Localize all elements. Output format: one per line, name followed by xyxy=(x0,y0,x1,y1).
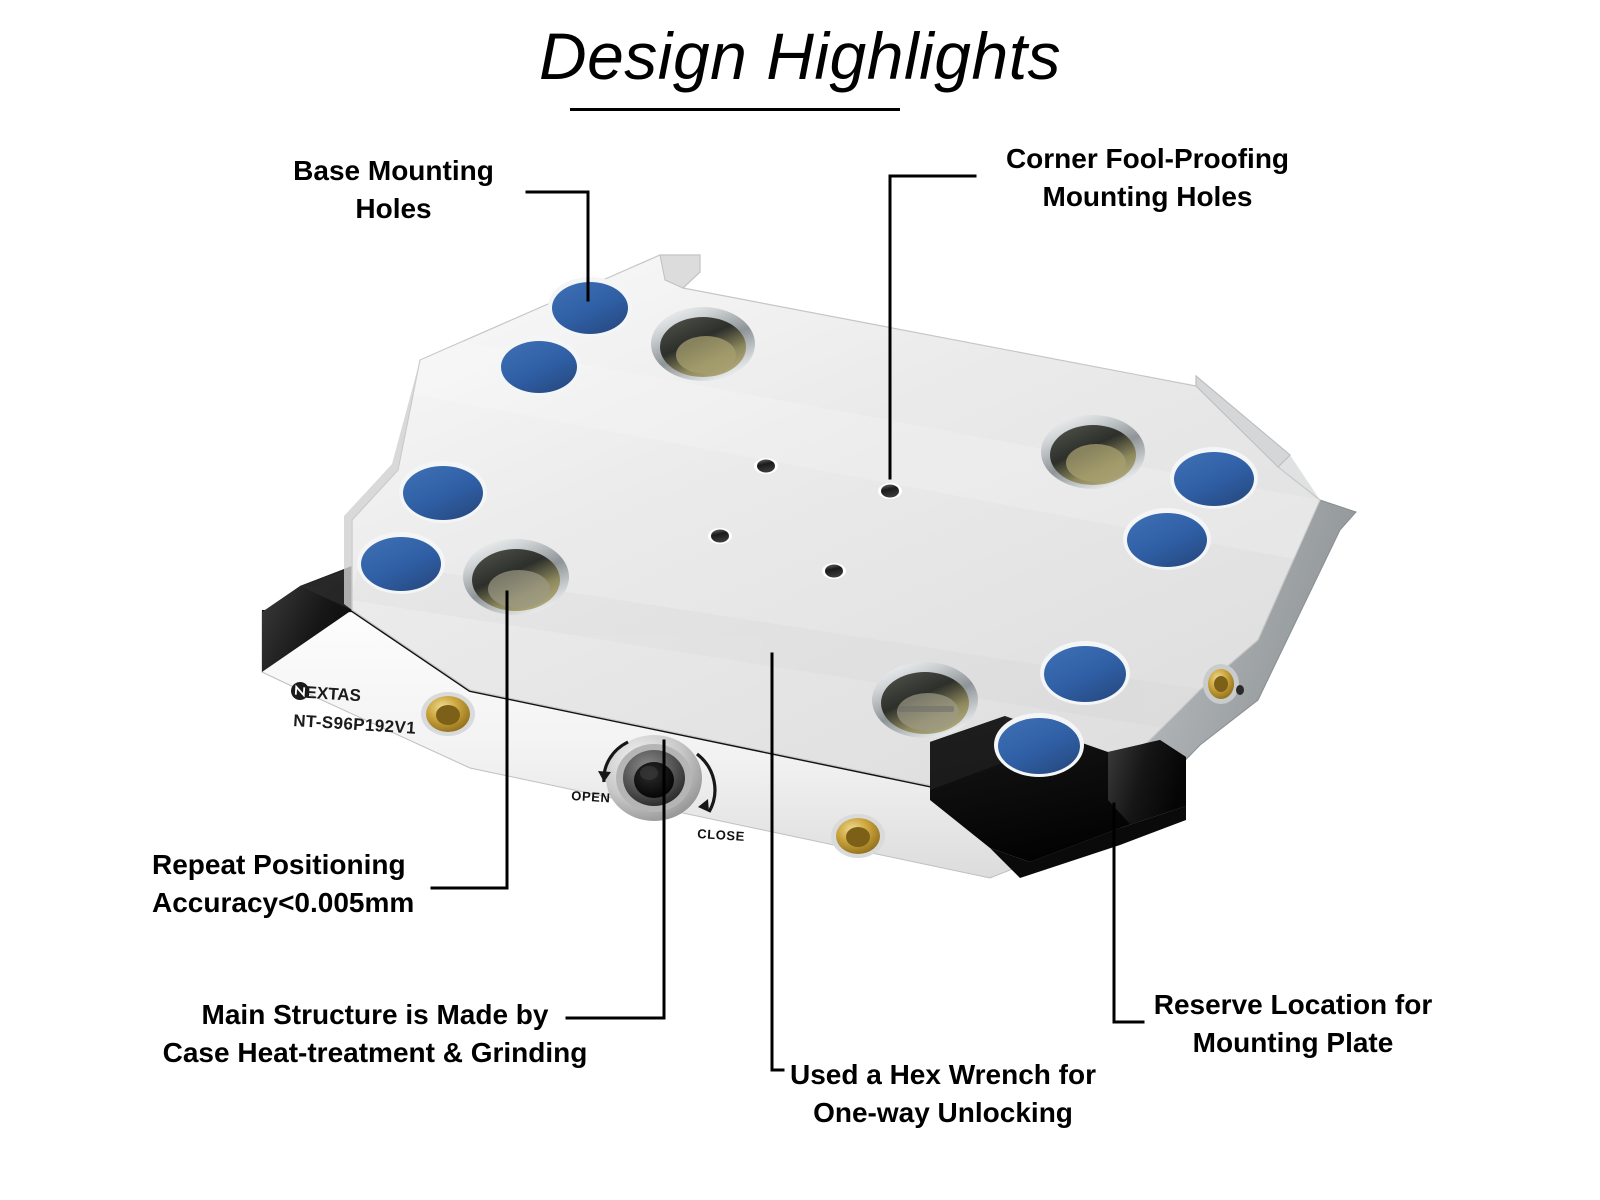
brass-socket xyxy=(421,692,475,736)
leader-lines-group xyxy=(430,174,1145,1072)
leader-reserve-location xyxy=(1112,802,1145,1024)
callout-corner-fool-proofing-mounting-holes: Corner Fool-Proofing Mounting Holes xyxy=(1005,143,1290,212)
brand-name: NEXTAS xyxy=(293,682,362,705)
dial-open-label: OPEN xyxy=(571,788,611,805)
leader-main-structure xyxy=(565,739,666,1020)
blue-mounting-hole xyxy=(497,336,581,396)
blue-mounting-hole xyxy=(357,532,445,594)
blue-mounting-hole xyxy=(1123,508,1211,570)
callout-repeat-positioning-accuracy: Repeat Positioning Accuracy<0.005mm xyxy=(152,849,415,918)
leader-repeat-positioning xyxy=(430,590,509,890)
dial-close-label: CLOSE xyxy=(697,826,746,844)
dowel-pin-hole xyxy=(878,483,902,499)
blue-mounting-hole xyxy=(1040,641,1130,705)
callout-reserve-location-mounting-plate: Reserve Location for Mounting Plate xyxy=(1153,989,1433,1058)
callout-base-mounting-holes: Base Mounting Holes xyxy=(293,155,494,224)
blue-mounting-hole xyxy=(399,461,487,523)
blue-mounting-hole xyxy=(994,713,1084,777)
counterbore-hole xyxy=(872,662,978,738)
brass-socket xyxy=(831,814,885,858)
side-pin-hole xyxy=(1236,685,1244,695)
page-title: Design Highlights xyxy=(538,19,1062,93)
brass-socket xyxy=(1203,664,1239,704)
right-black-corner-pocket xyxy=(930,716,1186,878)
callout-main-structure-case-heat-treatment: Main Structure is Made by Case Heat-trea… xyxy=(162,999,588,1068)
leader-corner-fool-proofing xyxy=(888,174,977,480)
counterbore-hole xyxy=(463,539,569,615)
corner-fool-proofing-holes-group xyxy=(463,307,1145,738)
counterbore-hole xyxy=(1041,415,1145,489)
title-underline xyxy=(570,108,900,111)
counterbore-hole xyxy=(651,307,755,381)
dowel-pin-hole xyxy=(822,563,846,579)
cw-arrow-icon xyxy=(696,752,717,813)
leader-hex-wrench xyxy=(770,652,785,1072)
dowel-pin-holes-group xyxy=(708,458,902,579)
ccw-arrow-icon xyxy=(598,740,629,783)
blue-mounting-hole xyxy=(548,277,632,337)
hex-wrench-dial[interactable]: OPEN CLOSE xyxy=(571,735,746,844)
dowel-pin-hole xyxy=(708,528,732,544)
leader-base-mounting-holes xyxy=(525,190,590,302)
callout-hex-wrench-one-way-unlocking: Used a Hex Wrench for One-way Unlocking xyxy=(789,1059,1097,1128)
blue-mounting-hole xyxy=(1170,447,1258,509)
nextas-circle-logo-icon xyxy=(291,682,309,700)
brass-socket-group xyxy=(421,664,1244,858)
base-mounting-holes-group xyxy=(357,277,1258,777)
dowel-pin-hole xyxy=(754,458,778,474)
